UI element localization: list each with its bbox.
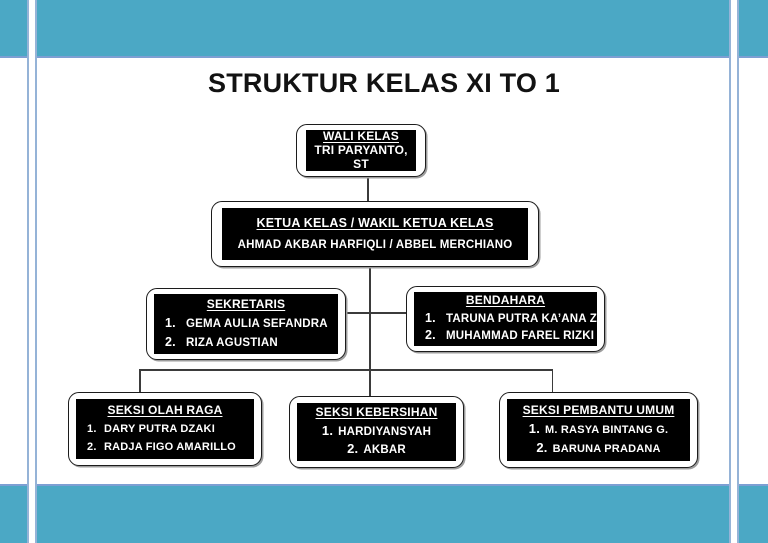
member-name: AKBAR (363, 444, 406, 457)
connector-sekretaris-bendahara (346, 312, 406, 314)
member-name: BARUNA PRADANA (552, 443, 661, 456)
node-ketua-kelas: KETUA KELAS / WAKIL KETUA KELAS AHMAD AK… (211, 201, 539, 267)
node-ketua-kelas-title: KETUA KELAS / WAKIL KETUA KELAS (256, 216, 494, 231)
node-ketua-kelas-name: AHMAD AKBAR HARFIQLI / ABBEL MERCHIANO (237, 238, 513, 251)
member-name: MUHAMMAD FAREL RIZKI (446, 330, 595, 343)
member-name: RIZA AGUSTIAN (186, 336, 278, 349)
connector-ketua-to-bottom (369, 267, 371, 397)
member-number: 1. (425, 310, 436, 325)
member-row: 1. GEMA AULIA SEFANDRA (154, 316, 338, 331)
connector-wali-to-ketua (367, 177, 369, 203)
node-bendahara-box: BENDAHARA 1. TARUNA PUTRA KA’ANA Z 2. MU… (414, 292, 597, 346)
node-seksi-olah-raga: SEKSI OLAH RAGA 1. DARY PUTRA DZAKI 2. R… (68, 392, 262, 466)
member-number: 1. (321, 422, 334, 438)
member-number: 1. (528, 420, 541, 436)
node-seksi-kebersihan-title: SEKSI KEBERSIHAN (315, 405, 438, 420)
connector-stub-pembantu-umum (551, 369, 553, 393)
node-wali-kelas: WALI KELAS TRI PARYANTO, ST (296, 124, 426, 177)
node-ketua-kelas-box: KETUA KELAS / WAKIL KETUA KELAS AHMAD AK… (222, 208, 528, 260)
node-seksi-olah-raga-title: SEKSI OLAH RAGA (107, 403, 223, 418)
node-wali-kelas-title: WALI KELAS (323, 129, 399, 143)
connector-stub-olah-raga (139, 369, 141, 393)
member-row: 2. RADJA FIGO AMARILLO (76, 441, 254, 454)
top-teal-bar (0, 0, 768, 58)
node-wali-kelas-box: WALI KELAS TRI PARYANTO, ST (306, 129, 416, 171)
member-number: 1. (165, 315, 176, 330)
member-number: 2. (425, 328, 436, 343)
member-row: 1. TARUNA PUTRA KA’ANA Z (414, 311, 597, 326)
member-number: 1. (87, 423, 97, 436)
member-row: 2. BARUNA PRADANA (507, 441, 690, 456)
member-number: 2. (347, 441, 359, 457)
connector-bottom-row-bracket (139, 369, 553, 371)
member-number: 2. (536, 440, 548, 456)
member-name: TARUNA PUTRA KA’ANA Z (446, 312, 597, 325)
member-name: RADJA FIGO AMARILLO (104, 441, 236, 454)
member-name: HARDIYANSYAH (338, 425, 432, 438)
node-seksi-pembantu-umum: SEKSI PEMBANTU UMUM 1. M. RASYA BINTANG … (499, 392, 698, 468)
right-frame-line (729, 0, 739, 543)
node-bendahara: BENDAHARA 1. TARUNA PUTRA KA’ANA Z 2. MU… (406, 286, 605, 352)
member-name: DARY PUTRA DZAKI (104, 423, 215, 436)
member-row: 1. HARDIYANSYAH (297, 422, 456, 439)
left-frame-line (27, 0, 37, 543)
bottom-teal-bar (0, 484, 768, 543)
member-row: 2. RIZA AGUSTIAN (154, 335, 338, 350)
member-row: 2. MUHAMMAD FAREL RIZKI (414, 328, 597, 343)
node-seksi-pembantu-umum-box: SEKSI PEMBANTU UMUM 1. M. RASYA BINTANG … (507, 399, 690, 461)
member-row: 1. DARY PUTRA DZAKI (76, 423, 254, 436)
member-name: GEMA AULIA SEFANDRA (186, 317, 328, 330)
member-name: M. RASYA BINTANG G. (545, 423, 669, 436)
member-row: 1. M. RASYA BINTANG G. (507, 420, 690, 437)
page-title: STRUKTUR KELAS XI TO 1 (208, 68, 560, 98)
node-seksi-pembantu-umum-title: SEKSI PEMBANTU UMUM (522, 402, 675, 417)
node-seksi-kebersihan: SEKSI KEBERSIHAN 1. HARDIYANSYAH 2. AKBA… (289, 396, 464, 468)
member-number: 2. (87, 441, 97, 454)
node-wali-kelas-name: TRI PARYANTO, ST (314, 142, 408, 171)
node-seksi-olah-raga-box: SEKSI OLAH RAGA 1. DARY PUTRA DZAKI 2. R… (76, 399, 254, 459)
node-sekretaris: SEKRETARIS 1. GEMA AULIA SEFANDRA 2. RIZ… (146, 288, 346, 360)
node-sekretaris-title: SEKRETARIS (206, 296, 286, 311)
node-bendahara-title: BENDAHARA (465, 293, 546, 308)
member-number: 2. (165, 334, 176, 349)
member-row: 2. AKBAR (297, 441, 456, 457)
node-seksi-kebersihan-box: SEKSI KEBERSIHAN 1. HARDIYANSYAH 2. AKBA… (297, 403, 456, 461)
node-sekretaris-box: SEKRETARIS 1. GEMA AULIA SEFANDRA 2. RIZ… (154, 294, 338, 354)
